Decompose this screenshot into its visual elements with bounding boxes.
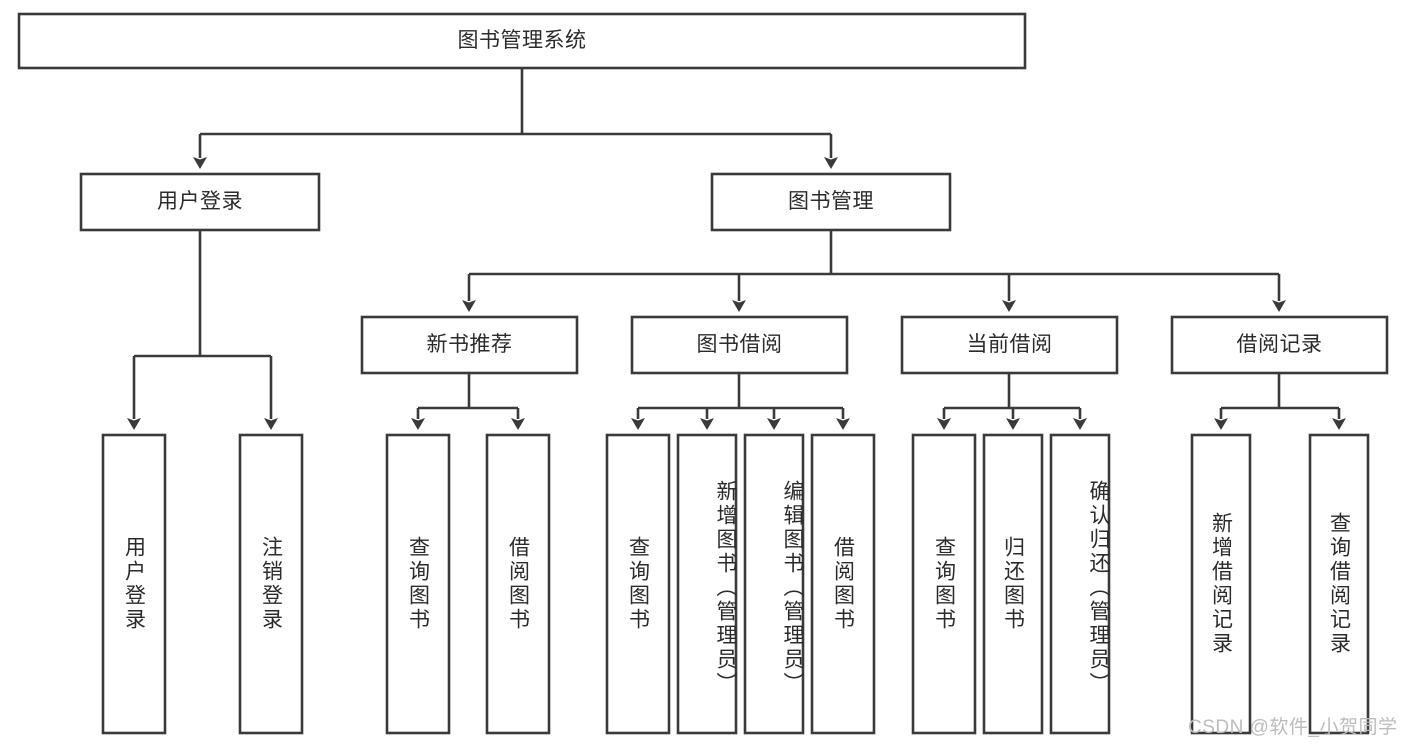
node-box-book-borrow[interactable] — [630, 315, 849, 375]
node-box-new-book-recommend[interactable] — [360, 315, 579, 375]
node-box-borrow-record[interactable] — [1170, 315, 1389, 375]
node-box-leaf-add-book[interactable] — [676, 433, 738, 735]
node-box-leaf-return-book[interactable] — [982, 433, 1044, 735]
node-box-leaf-query-book-recommend[interactable] — [385, 433, 451, 735]
node-box-leaf-borrow-book[interactable] — [810, 433, 876, 735]
node-box-root[interactable] — [17, 12, 1027, 70]
node-box-leaf-query-borrow-record[interactable] — [1308, 433, 1370, 735]
node-box-leaf-edit-book[interactable] — [743, 433, 805, 735]
node-box-leaf-query-book-current[interactable] — [911, 433, 977, 735]
node-box-leaf-confirm-return[interactable] — [1049, 433, 1111, 735]
node-box-book-manage[interactable] — [710, 172, 952, 232]
node-box-current-borrow[interactable] — [900, 315, 1119, 375]
node-box-leaf-borrow-book-recommend[interactable] — [485, 433, 551, 735]
node-box-leaf-query-book-borrow[interactable] — [605, 433, 671, 735]
node-boxes — [17, 12, 1389, 735]
node-box-leaf-logout[interactable] — [238, 433, 304, 735]
node-box-user-login[interactable] — [79, 172, 321, 232]
node-box-leaf-add-borrow-record[interactable] — [1190, 433, 1252, 735]
node-box-leaf-user-login[interactable] — [101, 433, 167, 735]
connectors — [127, 68, 1346, 430]
